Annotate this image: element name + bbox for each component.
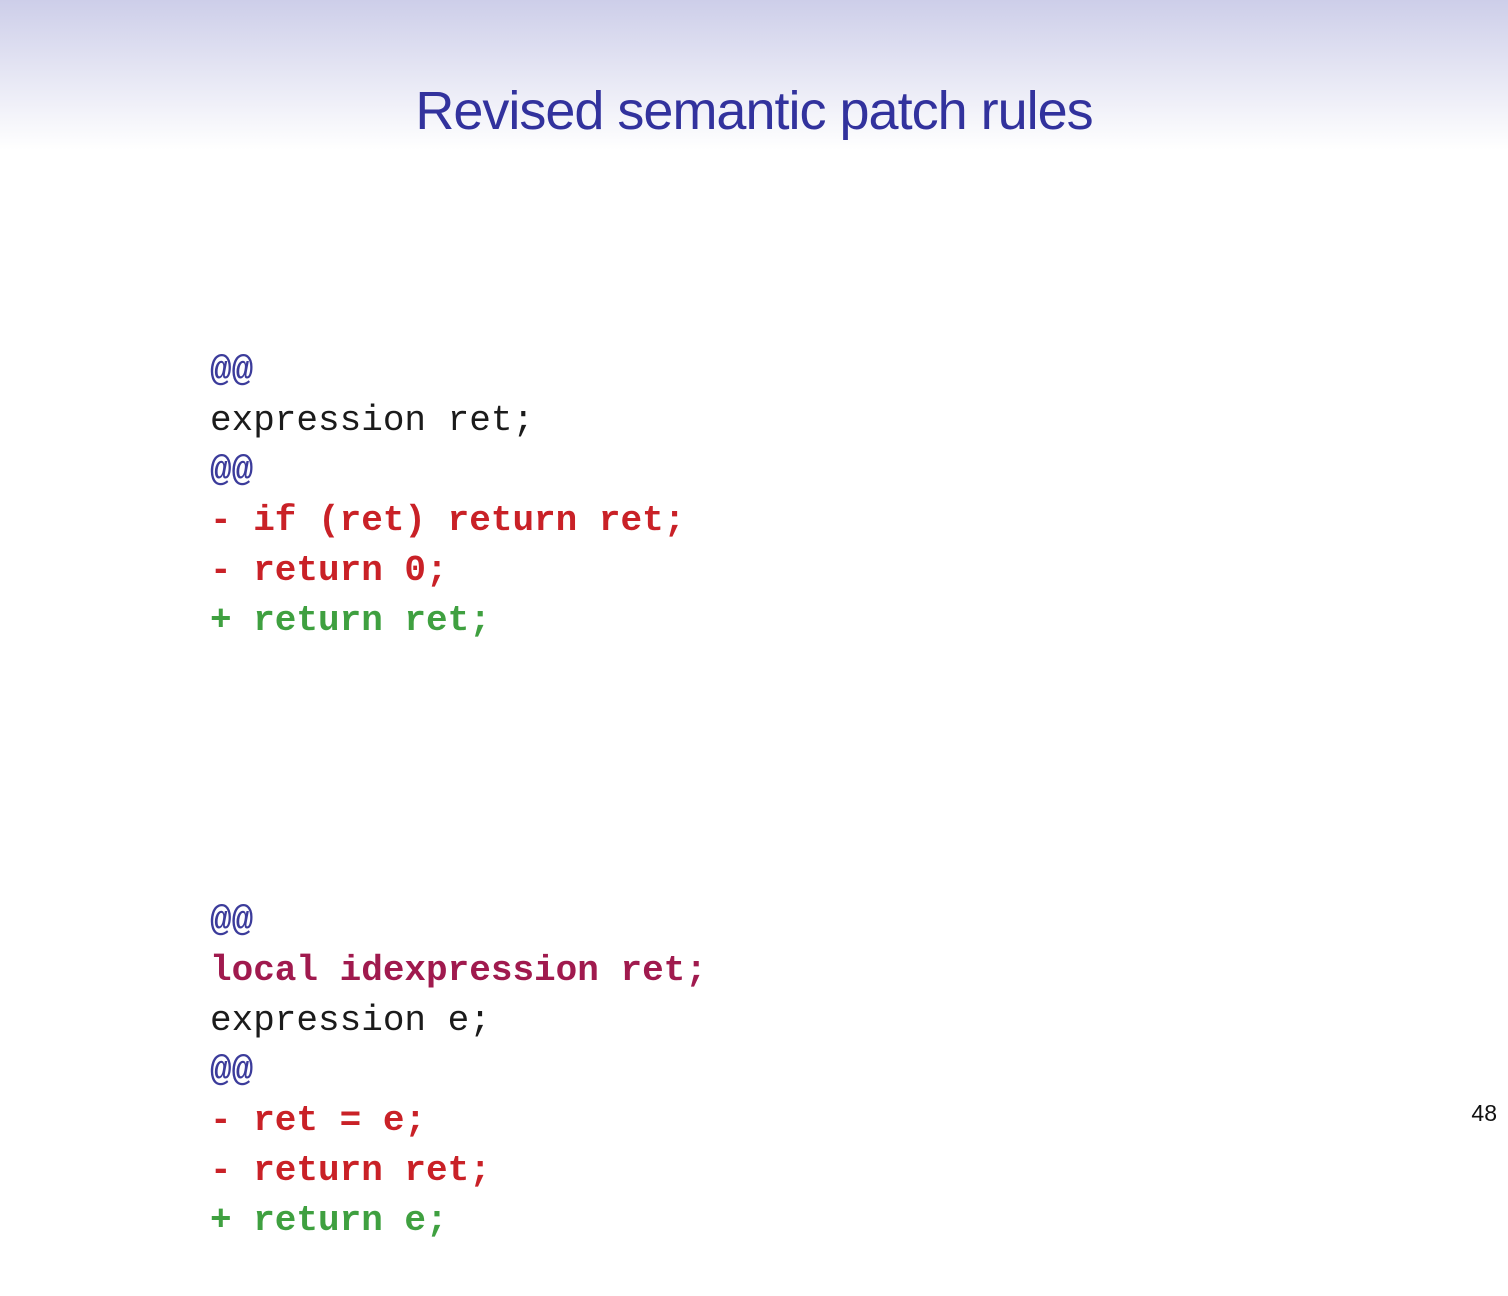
code-block-rule-2: @@ local idexpression ret; expression e; @@… [210,896,707,1246]
page-number: 48 [1471,1100,1497,1126]
code-line-plain: expression e; [210,1000,491,1041]
code-line-removed: - return 0; [210,550,448,591]
slide-title: Revised semantic patch rules [415,81,1093,141]
code-line-at: @@ [210,350,254,391]
code-line-removed: - if (ret) return ret; [210,500,686,541]
code-line-at: @@ [210,450,254,491]
code-line-added: + return ret; [210,600,491,641]
code-line-at: @@ [210,1050,254,1091]
code-line-at: @@ [210,900,254,941]
code-line-plain: expression ret; [210,400,535,441]
code-line-decl: local idexpression ret; [210,950,707,991]
code-block-gap [210,746,707,796]
header-gradient [0,0,1508,150]
code-line-added: + return e; [210,1200,448,1241]
code-line-removed: - ret = e; [210,1100,427,1141]
code-block-rule-1: @@ expression ret; @@ - if (ret) return ret… [210,346,707,646]
code-line-removed: - return ret; [210,1150,491,1191]
semantic-patch-code: @@ expression ret; @@ - if (ret) return ret… [210,246,707,1296]
